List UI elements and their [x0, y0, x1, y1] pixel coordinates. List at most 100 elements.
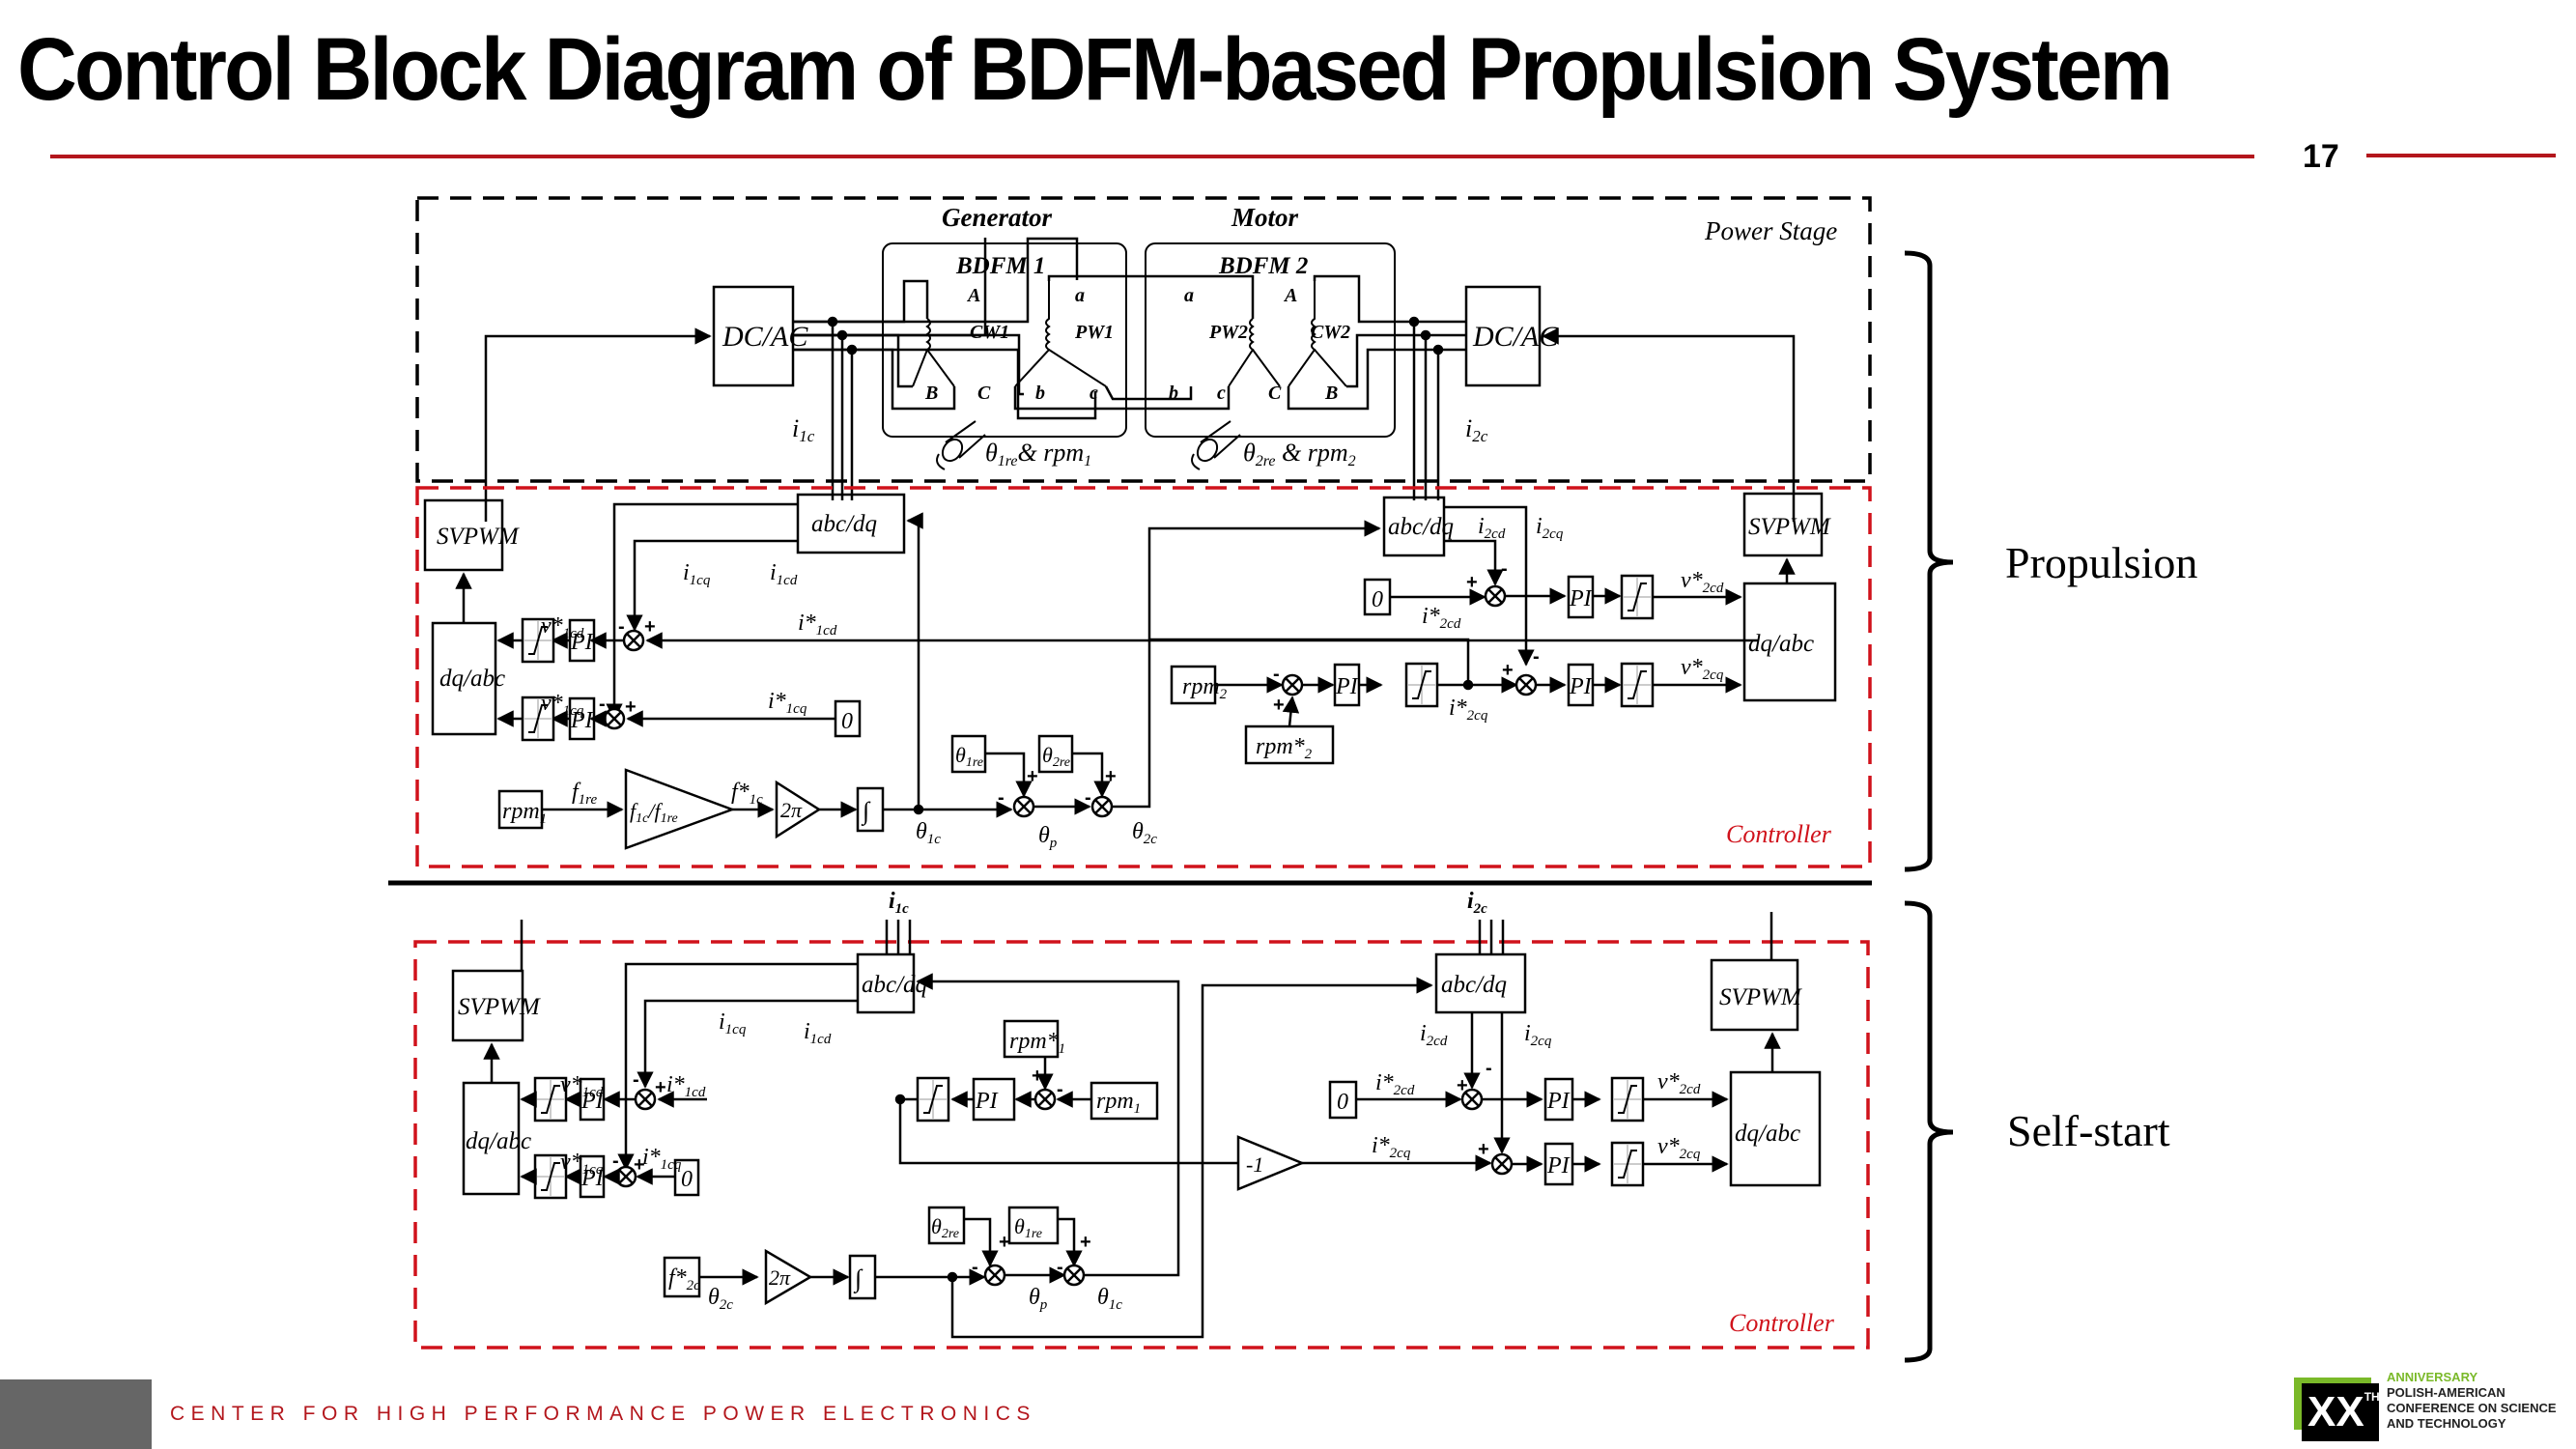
svg-text:-: -	[599, 694, 606, 715]
svg-text:f1re: f1re	[572, 780, 597, 808]
ss-theta2re-label: θ2re	[931, 1214, 959, 1241]
phase-A-2: A	[1283, 285, 1297, 306]
svg-text:v*1cq: v*1cq	[560, 1150, 604, 1178]
svg-text:-: -	[1057, 1079, 1063, 1100]
svg-text:+: +	[999, 1232, 1010, 1253]
svg-text:θp: θp	[1038, 823, 1058, 851]
phase-c-1: c	[1090, 383, 1098, 404]
prop-dqabc-right	[1742, 582, 1837, 702]
ss-f2c-ref-label: f*2c	[668, 1265, 700, 1293]
logo-text: ANNIVERSARY POLISH-AMERICAN CONFERENCE O…	[2387, 1370, 2557, 1432]
svg-text:-: -	[618, 616, 625, 638]
pw2-label: PW2	[1208, 322, 1248, 343]
svg-text:i*2cq: i*2cq	[1372, 1133, 1411, 1161]
svg-text:-: -	[1057, 1257, 1063, 1278]
svg-text:-: -	[633, 1069, 639, 1091]
prop-pi-2cd-label: PI	[1569, 586, 1593, 611]
bdfm2-housing	[1145, 242, 1396, 438]
ss-zero-1cq-label: 0	[681, 1167, 693, 1192]
ss-theta1re-block	[1007, 1206, 1060, 1245]
ss-svpwm-right	[1710, 958, 1799, 1032]
prop-theta2re-label: θ2re	[1042, 743, 1070, 770]
logo-line-3: CONFERENCE ON SCIENCE	[2387, 1401, 2557, 1415]
svg-text:v*1cq: v*1cq	[541, 691, 584, 719]
svg-text:v*2cq: v*2cq	[1657, 1134, 1701, 1162]
ss-integrator-label: ∫	[853, 1264, 863, 1293]
svg-text:i1cq: i1cq	[683, 560, 711, 588]
dcac-right-label: DC/AC	[1472, 321, 1559, 353]
slide-title: Control Block Diagram of BDFM-based Prop…	[17, 20, 2173, 119]
svg-text:i1cd: i1cd	[770, 560, 798, 588]
ss-rpm1-ref-block	[1003, 1019, 1060, 1059]
svg-text:θ1c: θ1c	[1097, 1285, 1122, 1313]
prop-abcdq-left	[796, 493, 906, 554]
svg-text:+: +	[1273, 695, 1285, 716]
prop-rpm2-label: rpm2	[1182, 674, 1228, 702]
page-number: 17	[2303, 138, 2339, 175]
prop-dqabc-left-label: dq/abc	[439, 666, 505, 692]
svg-text:θp: θp	[1029, 1285, 1048, 1313]
ss-zero-2cd-label: 0	[1337, 1090, 1348, 1115]
svg-text:+: +	[1457, 1075, 1468, 1096]
logo-mark-text: XX	[2307, 1388, 2364, 1435]
svg-text:-: -	[1486, 1058, 1492, 1079]
phase-c-2: c	[1217, 383, 1226, 404]
svg-text:i*1cq: i*1cq	[642, 1145, 682, 1173]
svg-text:-: -	[1533, 646, 1540, 668]
ss-abcdq-left	[856, 952, 916, 1014]
encoder2-label: θ2re & rpm2	[1243, 439, 1356, 469]
svg-text:i2cd: i2cd	[1478, 514, 1506, 542]
svg-text:+: +	[634, 1154, 645, 1176]
prop-theta1re-label: θ1re	[955, 743, 983, 770]
ss-svpwm-left	[451, 969, 524, 1042]
ss-abcdq-left-label: abc/dq	[862, 972, 927, 998]
i1c-label: i1c	[792, 414, 815, 445]
ss-rpm1-block	[1090, 1081, 1159, 1121]
prop-signal-labels: i1cq i1cd i*1cd i*1cq v*1cd v*1cq f1re f…	[541, 514, 1724, 851]
prop-svpwm-left-label: SVPWM	[437, 524, 520, 550]
ss-controller-label: Controller	[1729, 1309, 1835, 1337]
ss-pi-1cd-label: PI	[580, 1089, 605, 1114]
prop-svpwm-right-label: SVPWM	[1748, 514, 1831, 540]
prop-abcdq-right-label: abc/dq	[1388, 514, 1454, 540]
ss-pi-1cq-label: PI	[580, 1166, 605, 1191]
svg-text:i*1cq: i*1cq	[768, 689, 807, 717]
svg-text:+: +	[1080, 1232, 1091, 1253]
prop-rpm2-ref-label: rpm*2	[1256, 734, 1313, 762]
prop-svpwm-right	[1742, 492, 1824, 557]
cw2-label: CW2	[1311, 322, 1350, 343]
bdfm1-label: BDFM 1	[955, 253, 1045, 279]
selfstart-controller-region	[413, 940, 1870, 1350]
ss-abcdq-right-label: abc/dq	[1441, 972, 1507, 998]
prop-gain-block	[624, 768, 736, 850]
power-stage-region	[415, 196, 1872, 483]
ss-sign-labels: -+ -+ +- -+ -+ +- +	[612, 1058, 1492, 1278]
svg-text:+: +	[655, 1077, 666, 1098]
pw2-winding	[1228, 318, 1281, 387]
dcac-left-label: DC/AC	[722, 321, 808, 353]
ss-neg-gain-label: -1	[1246, 1152, 1263, 1177]
ss-i2c-label: i2c	[1467, 889, 1487, 917]
svg-text:i1cd: i1cd	[804, 1019, 832, 1047]
propulsion-label: Propulsion	[2005, 538, 2197, 587]
svg-text:i*1cd: i*1cd	[666, 1072, 706, 1100]
ss-dqabc-right-label: dq/abc	[1735, 1121, 1800, 1147]
svg-text:i*2cd: i*2cd	[1422, 604, 1461, 632]
ss-theta1re-label: θ1re	[1014, 1214, 1042, 1241]
ss-signal-labels: i1cq i1cd i*1cd i*1cq v*1cd v*1cq θ2c θp…	[560, 1009, 1701, 1313]
prop-gain-label: f1c/f1re	[630, 799, 678, 826]
selfstart-brace	[1904, 900, 1954, 1363]
svg-text:-: -	[612, 1151, 619, 1172]
svg-text:+: +	[1027, 766, 1038, 787]
phase-a-1: a	[1075, 285, 1085, 306]
logo-line-4: AND TECHNOLOGY	[2387, 1416, 2506, 1431]
svg-text:+: +	[1105, 766, 1117, 787]
ss-pi-2cd-label: PI	[1546, 1089, 1571, 1114]
svg-text:i2cd: i2cd	[1420, 1021, 1448, 1049]
cw2-winding	[1288, 281, 1347, 387]
ss-svpwm-right-label: SVPWM	[1719, 984, 1802, 1010]
svg-text:v*2cq: v*2cq	[1681, 655, 1724, 683]
ss-dqabc-right	[1729, 1070, 1822, 1187]
phase-C-2: C	[1268, 383, 1282, 404]
